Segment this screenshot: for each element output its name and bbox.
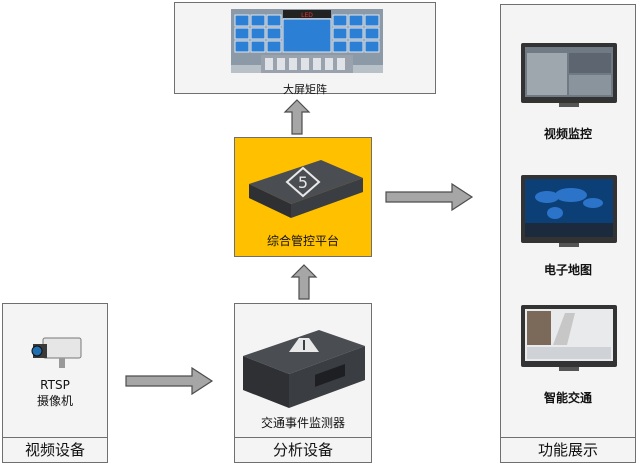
road-icon: [289, 338, 319, 352]
platform-logo-icon: 5: [285, 166, 321, 198]
video-wall-illustration: LED: [231, 9, 383, 73]
camera-icon: [31, 337, 82, 368]
video-device-box: RTSP 摄像机 视频设备: [2, 303, 108, 463]
server-illustration: 5: [249, 160, 363, 218]
detector-label: 交通事件监测器: [260, 416, 345, 430]
arrow-up-to-matrix: [283, 99, 311, 135]
led-text: LED: [301, 12, 313, 19]
analysis-device-footer: 分析设备: [235, 437, 371, 462]
detector-illustration: [243, 330, 365, 408]
platform-label: 综合管控平台: [266, 234, 339, 248]
arrow-up-to-platform: [290, 264, 318, 300]
function-label-traffic: 智能交通: [543, 391, 592, 405]
svg-text:5: 5: [298, 173, 308, 192]
video-device-footer: 视频设备: [3, 437, 107, 462]
functions-box: 视频监控 电子地图 智能交通 功能展示: [500, 4, 636, 463]
functions-footer: 功能展示: [501, 437, 635, 462]
function-label-video: 视频监控: [543, 127, 592, 141]
arrow-right-to-analysis: [125, 366, 214, 396]
monitor-intelligent-traffic-icon: [521, 305, 617, 371]
platform-box: 5 综合管控平台: [234, 137, 372, 257]
camera-label-line2: 摄像机: [36, 394, 73, 408]
video-wall-label: 大屏矩阵: [283, 83, 327, 96]
monitor-electronic-map-icon: [521, 175, 617, 247]
arrow-right-to-functions: [385, 182, 474, 212]
function-label-map: 电子地图: [543, 263, 592, 277]
analysis-device-box: 交通事件监测器 分析设备: [234, 303, 372, 463]
camera-label-line1: RTSP: [40, 378, 70, 392]
video-wall-box: LED 大屏矩阵: [174, 2, 436, 96]
monitor-video-surveillance-icon: [521, 43, 617, 107]
